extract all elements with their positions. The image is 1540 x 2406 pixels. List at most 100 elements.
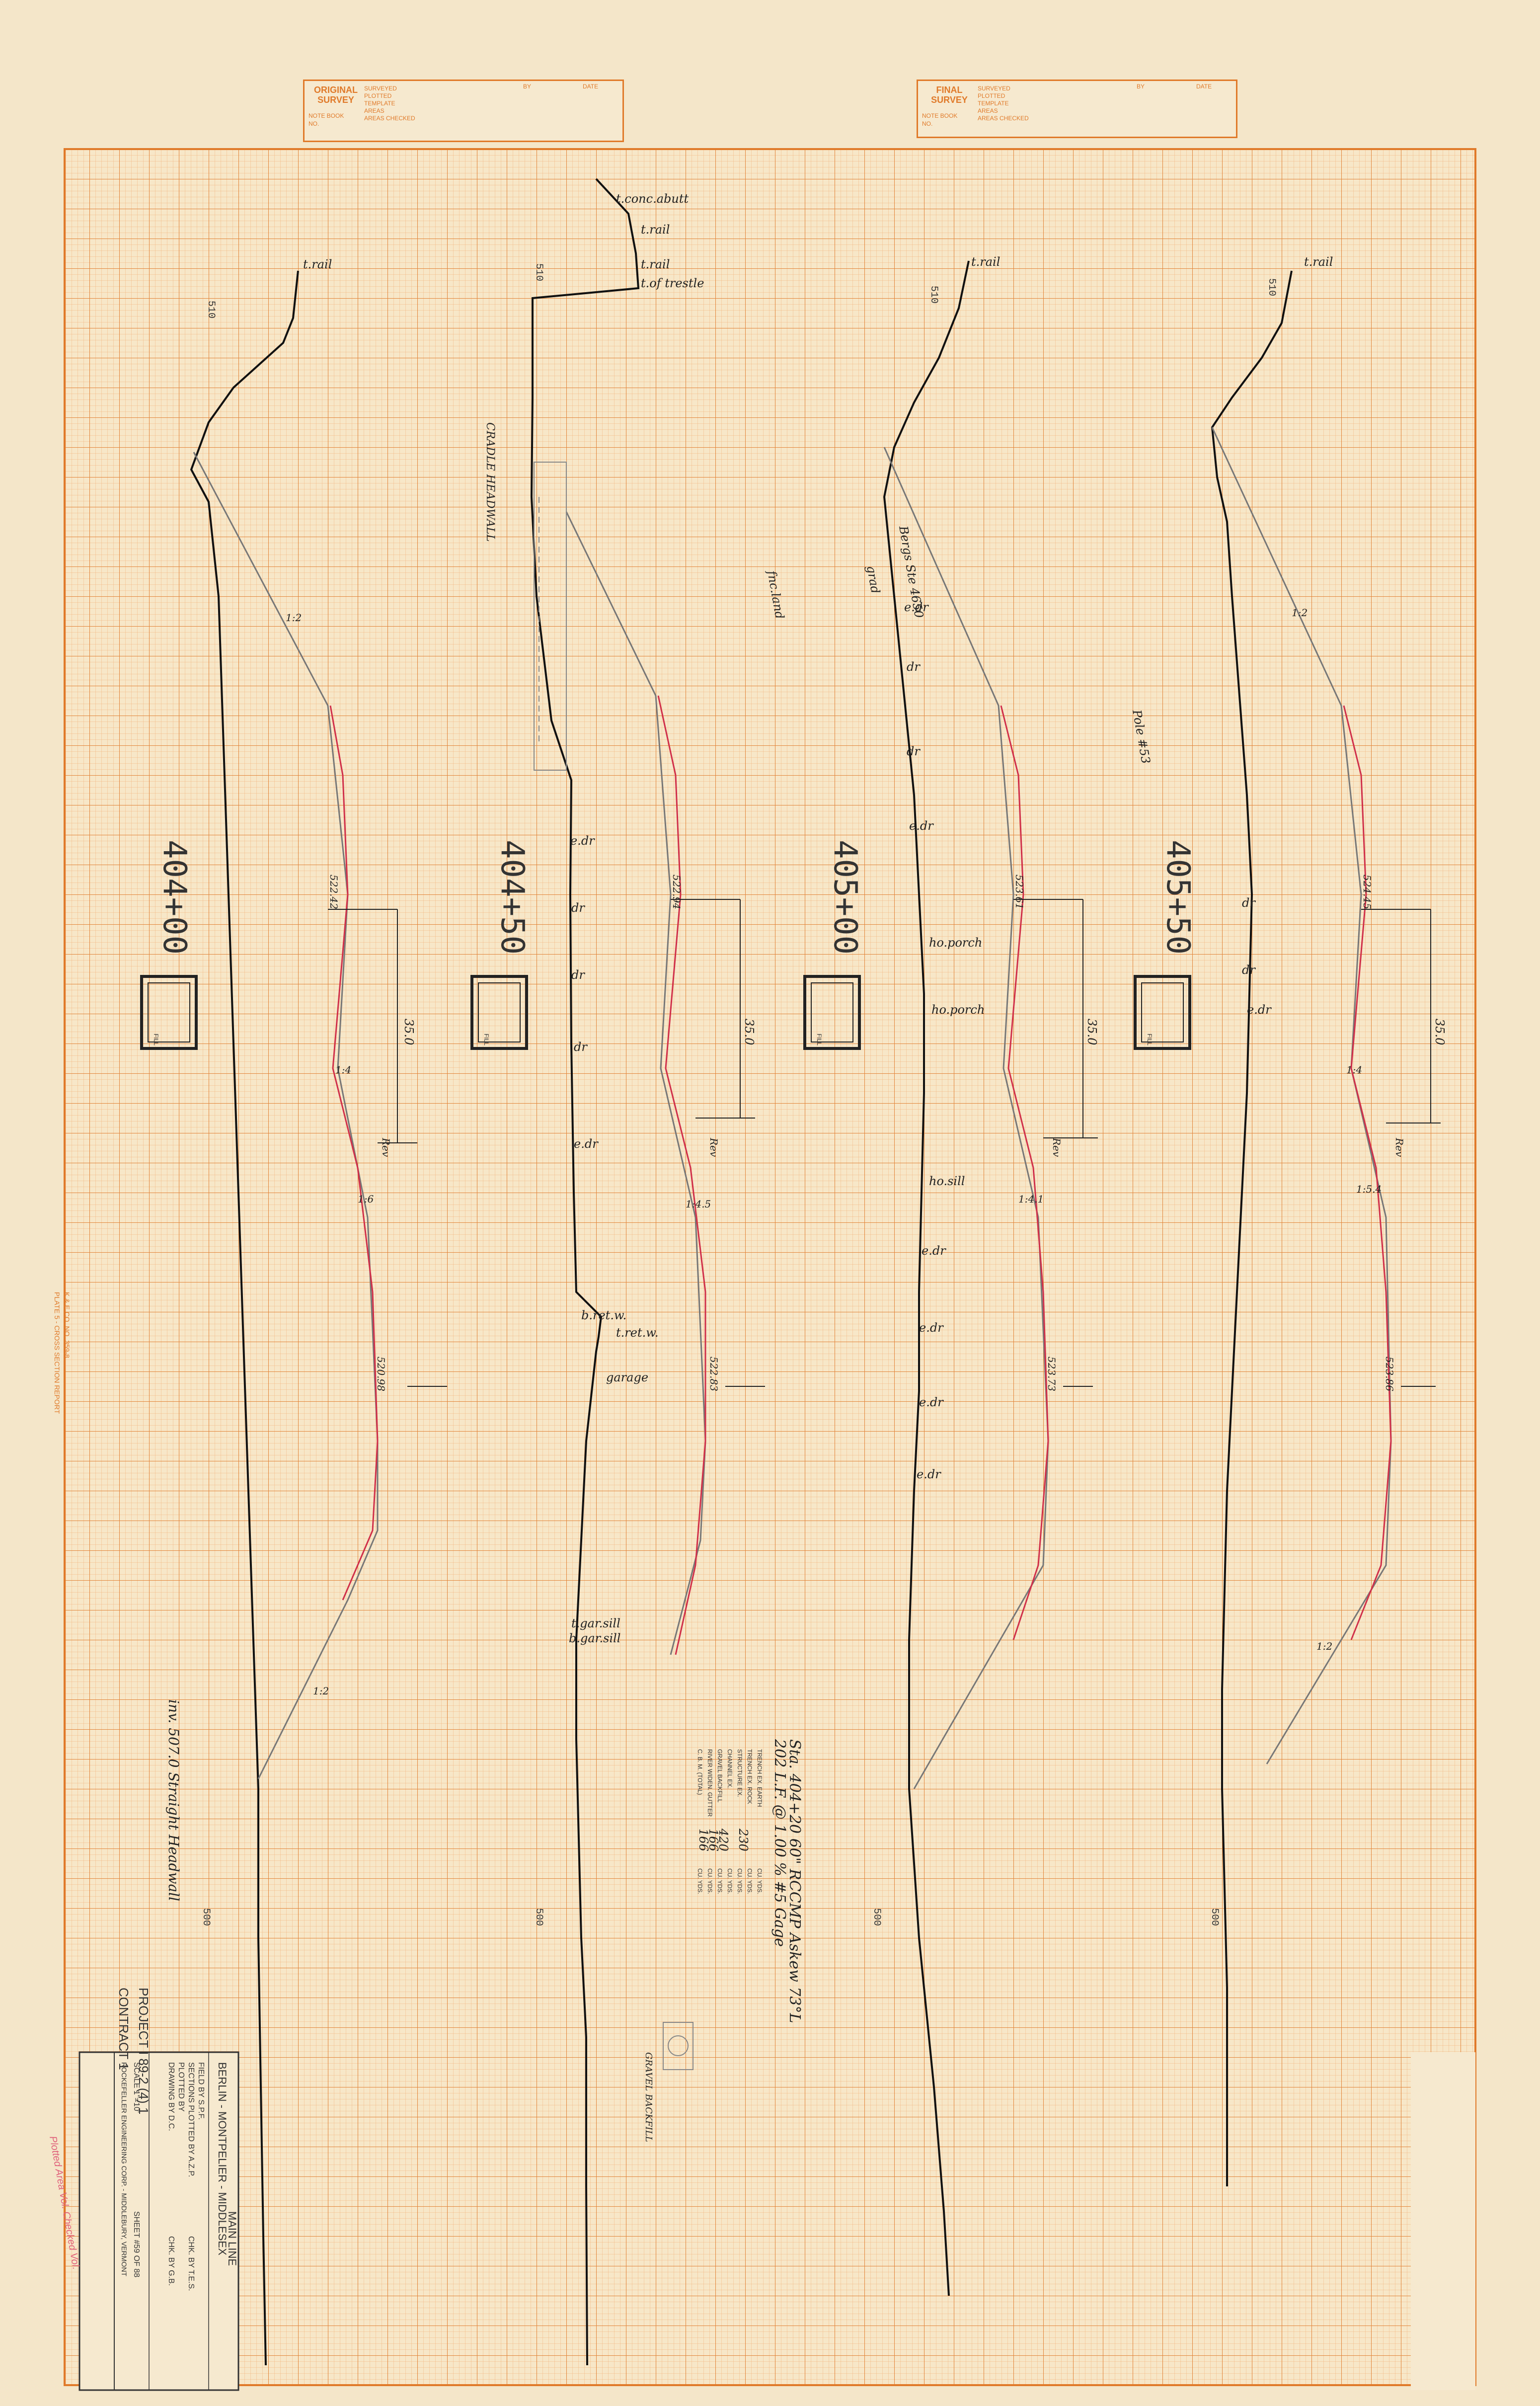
rev-404-00: Rev	[380, 1137, 392, 1157]
original-survey-box: ORIGINAL SURVEY BY DATE SURVEYED PLOTTED…	[303, 80, 624, 142]
label-e-dr-7: e.dr	[919, 1395, 944, 1409]
label-e-dr-2: e.dr	[574, 1137, 599, 1151]
final-row-3: AREAS	[978, 107, 998, 114]
slope-404-50: 1:4.5	[686, 1198, 711, 1210]
culvert-note-2: 202 L.F. @ 1.00 % #5 Gage	[771, 1739, 788, 1947]
template-404-50	[565, 511, 706, 1655]
culvert-note: Sta. 404+20 60" RCCMP Askew 73°L	[786, 1739, 803, 2023]
elev-bottom-405-50: 500	[1209, 1908, 1220, 1926]
label-ho-porch-1: ho.porch	[929, 936, 982, 950]
station-404-50: 404+50	[494, 840, 531, 955]
elev-right-top-404-50: 522.94	[671, 875, 683, 909]
label-e-dr-8: e.dr	[917, 1467, 941, 1481]
label-dr-1: dr	[571, 901, 585, 915]
cradle-headwall-note: CRADLE HEADWALL	[484, 422, 496, 542]
grid-border	[64, 148, 1476, 2386]
original-survey-title: ORIGINAL SURVEY	[314, 85, 358, 105]
drawing-by: DRAWING BY D.C.	[167, 2062, 175, 2131]
label-t-rail-1: t.rail	[303, 257, 332, 271]
label-t-of-trestle: t.of trestle	[641, 276, 704, 290]
qty-label-6: C. B. M. (TOTAL)	[696, 1749, 703, 1795]
offset-405-00: 35.0	[1085, 1019, 1099, 1045]
margin-text-2: K & E CO. NO. 359-8	[63, 1292, 71, 1358]
label-e-dr-6: e.dr	[919, 1321, 944, 1335]
label-e-dr-3: e.dr	[904, 600, 929, 614]
qty-label-4: GRAVEL BACKFILL	[716, 1749, 723, 1803]
label-dr-7: dr	[1242, 963, 1256, 977]
qty-value-2: 230	[736, 1828, 750, 1851]
gravel-backfill-sketch	[663, 2022, 693, 2070]
title-line: MAIN LINE	[226, 2211, 238, 2266]
revision-405-50	[1343, 705, 1392, 1640]
original-date-header: DATE	[583, 83, 599, 90]
fill-label-405-00: FILL	[816, 1034, 823, 1045]
offset-405-50: 35.0	[1433, 1019, 1447, 1045]
elev-bottom-404-50: 500	[533, 1908, 544, 1926]
elev-right-top-404-00: 522.42	[328, 875, 340, 909]
label-dr-2: dr	[571, 968, 585, 982]
label-ho-porch-2: ho.porch	[931, 1003, 985, 1017]
final-row-4: AREAS CHECKED	[978, 115, 1029, 122]
slope-404-00-b: 1:4	[335, 1064, 351, 1076]
original-row-3: AREAS	[364, 107, 385, 114]
slope-405-00: 1:4.1	[1018, 1193, 1044, 1205]
sheet-number: SHEET #59 OF 88	[132, 2211, 141, 2277]
checked-by: CHK. BY T.E.S.	[187, 2236, 195, 2291]
elev-right-bottom-404-00: 520.98	[375, 1357, 387, 1391]
slope-405-50-a: 1:2	[1292, 607, 1308, 619]
qty-label-1: TRENCH EX. ROCK	[746, 1749, 753, 1804]
template-404-00	[193, 452, 379, 1779]
title-block	[78, 2051, 1475, 2391]
label-garage: garage	[606, 1370, 648, 1384]
firm-name: ROCKEFELLER ENGINEERING CORP. - MIDDLEBU…	[120, 2062, 128, 2276]
rev-405-50: Rev	[1393, 1137, 1405, 1157]
final-survey-rows: SURVEYED PLOTTED TEMPLATE AREAS AREAS CH…	[978, 85, 1029, 122]
label-e-dr-5: e.dr	[922, 1244, 946, 1258]
label-t-rail-5: t.rail	[1304, 255, 1333, 269]
original-row-0: SURVEYED	[364, 85, 397, 92]
label-dr-5: dr	[907, 744, 921, 758]
original-by-header: BY	[523, 83, 532, 90]
qty-unit-5: CU. YDS.	[706, 1868, 713, 1894]
ground-line-405-50	[1211, 270, 1293, 2186]
ground-line-405-00	[883, 260, 970, 2296]
original-row-4: AREAS CHECKED	[364, 115, 415, 122]
final-by-header: BY	[1137, 83, 1145, 90]
qty-unit-1: CU. YDS.	[746, 1868, 753, 1894]
original-notebook-label: NOTE BOOK	[308, 112, 344, 119]
offset-404-00: 35.0	[402, 1019, 416, 1045]
slope-405-50-c: 1:5.4	[1356, 1183, 1382, 1195]
label-e-dr-1: e.dr	[570, 834, 595, 848]
qty-label-0: TRENCH EX. EARTH	[756, 1749, 763, 1807]
contract-number: CONTRACT 1	[116, 1988, 131, 2070]
rev-404-50: Rev	[708, 1137, 720, 1157]
original-survey-rows: SURVEYED PLOTTED TEMPLATE AREAS AREAS CH…	[364, 85, 415, 122]
offset-404-50: 35.0	[742, 1019, 756, 1045]
elev-bottom-405-00: 500	[871, 1908, 882, 1926]
original-notebook: NOTE BOOK NO.	[308, 112, 344, 128]
label-t-gar-sill: t.gar.sill	[571, 1616, 620, 1630]
elev-top-404-50: 510	[533, 263, 544, 281]
label-t-ret-w: t.ret.w.	[616, 1326, 659, 1340]
sections-plotted-by: SECTIONS PLOTTED BY A.Z.P.	[187, 2062, 195, 2177]
label-b-gar-sill: b.gar.sill	[569, 1631, 620, 1645]
project-number: PROJECT I 89-2 (4) 1	[136, 1988, 151, 2114]
field-by: FIELD BY S.P.F.	[197, 2062, 205, 2120]
fill-label-404-50: FILL	[483, 1034, 490, 1045]
slope-405-50-d: 1:2	[1316, 1640, 1332, 1652]
final-notebook-label: NOTE BOOK	[922, 112, 958, 119]
title-route: BERLIN - MONTPELIER - MIDDLESEX	[216, 2062, 229, 2255]
qty-unit-0: CU. YDS.	[756, 1868, 763, 1894]
elev-right-bottom-405-50: 523.86	[1384, 1357, 1395, 1391]
ground-line-404-50	[530, 178, 640, 2366]
headwall-note: inv. 507.0 Straight Headwall	[165, 1699, 182, 1901]
template-405-00	[883, 447, 1049, 1789]
checked-by-2: CHK. BY G.B.	[167, 2236, 175, 2286]
final-row-0: SURVEYED	[978, 85, 1010, 92]
label-e-dr-4: e.dr	[909, 819, 934, 833]
fill-label-404-00: FILL	[153, 1034, 159, 1045]
final-date-header: DATE	[1196, 83, 1212, 90]
elev-top-405-00: 510	[928, 286, 939, 304]
template-405-50	[1211, 427, 1392, 1764]
